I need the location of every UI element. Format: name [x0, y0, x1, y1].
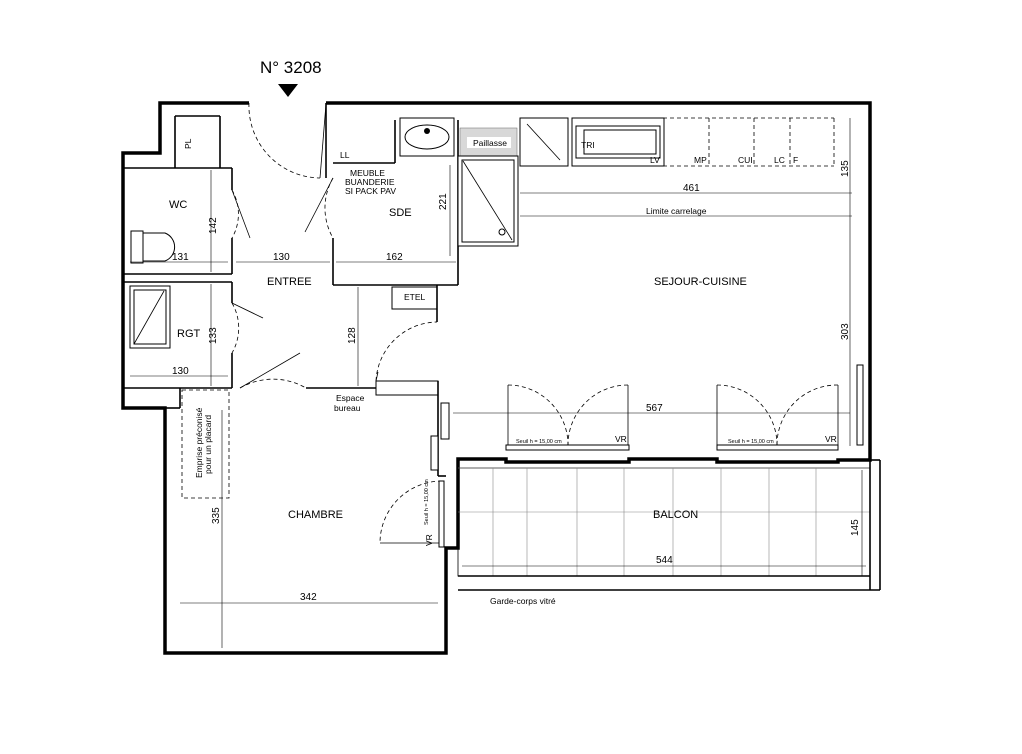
- dim-131: 131: [172, 252, 189, 263]
- room-label-entree: ENTREE: [267, 276, 312, 288]
- dim-544: 544: [656, 555, 673, 566]
- room-label-sde: SDE: [389, 207, 412, 219]
- balcony: [457, 459, 881, 591]
- label-vr-2: VR: [825, 434, 837, 444]
- label-seuil-1: Seuil h = 15,00 cm: [516, 439, 562, 445]
- dimension-lines: [130, 118, 866, 648]
- label-limite-carrelage: Limite carrelage: [646, 206, 707, 216]
- fixtures: [129, 117, 835, 499]
- label-seuil-2: Seuil h = 15,00 cm: [728, 439, 774, 445]
- label-bureau: bureau: [334, 403, 361, 413]
- label-ll: LL: [340, 150, 350, 160]
- label-meuble: MEUBLE: [350, 168, 385, 178]
- dim-130-entree: 130: [273, 252, 290, 263]
- label-buanderie: BUANDERIE: [345, 177, 395, 187]
- label-pack-pav: SI PACK PAV: [345, 186, 396, 196]
- apartment-number: N° 3208: [260, 58, 322, 77]
- label-placard: pour un placard: [203, 415, 213, 474]
- label-garde-corps: Garde-corps vitré: [490, 596, 556, 606]
- dim-145: 145: [850, 519, 861, 536]
- dim-128: 128: [347, 327, 358, 344]
- label-tri: TRI: [581, 140, 595, 150]
- doors: [231, 102, 839, 544]
- dim-133: 133: [208, 327, 219, 344]
- windows: [430, 364, 864, 548]
- room-label-sejour-cuisine: SEJOUR-CUISINE: [654, 276, 747, 288]
- dim-335: 335: [211, 507, 222, 524]
- label-cui: CUI: [738, 155, 753, 165]
- dim-303: 303: [840, 323, 851, 340]
- exterior-wall-left: [121, 101, 872, 655]
- label-mp: MP: [694, 155, 707, 165]
- label-etel: ETEL: [404, 292, 426, 302]
- label-espace: Espace: [336, 393, 365, 403]
- dim-461: 461: [683, 183, 700, 194]
- label-lc: LC: [774, 155, 785, 165]
- room-label-wc: WC: [169, 199, 187, 211]
- label-lv: LV: [650, 155, 660, 165]
- room-label-balcon: BALCON: [653, 509, 698, 521]
- dim-162: 162: [386, 252, 403, 263]
- label-vr-1: VR: [615, 434, 627, 444]
- label-seuil-3: Seuil h = 15,00 cm: [424, 479, 430, 525]
- interior-walls: [123, 103, 459, 477]
- label-pl: PL: [183, 138, 193, 149]
- entry-arrow-icon: [278, 84, 298, 97]
- dim-221: 221: [438, 193, 449, 210]
- dim-567: 567: [646, 403, 663, 414]
- label-vr-3: VR: [424, 534, 434, 546]
- label-emprise: Emprise préconisé: [194, 407, 204, 478]
- dim-142: 142: [208, 217, 219, 234]
- room-label-chambre: CHAMBRE: [288, 509, 343, 521]
- label-f: F: [793, 155, 798, 165]
- label-paillasse: Paillasse: [473, 138, 507, 148]
- room-label-rgt: RGT: [177, 328, 201, 340]
- dim-342: 342: [300, 592, 317, 603]
- dim-130-rgt: 130: [172, 366, 189, 377]
- dim-135: 135: [840, 160, 851, 177]
